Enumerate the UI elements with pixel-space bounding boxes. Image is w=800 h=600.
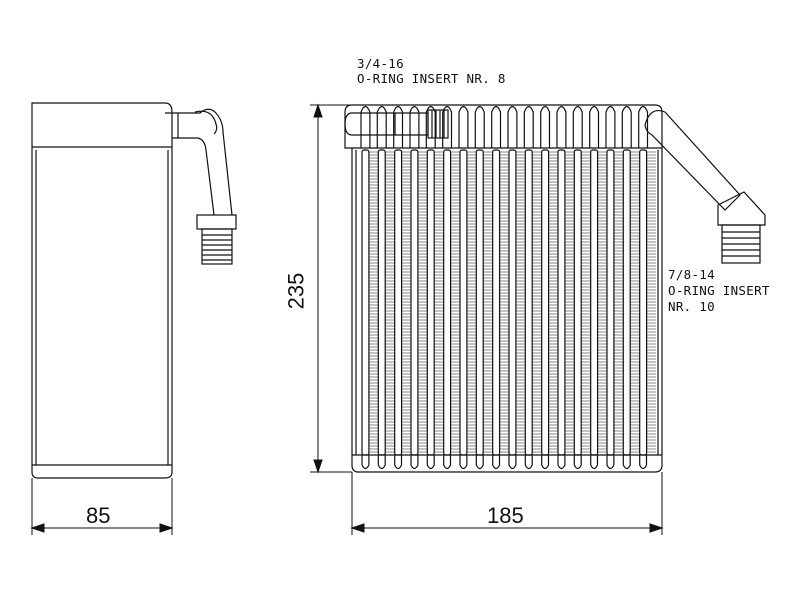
top-fitting-label-line1: 3/4-16: [357, 56, 404, 71]
tube: [590, 149, 599, 456]
tube-end: [639, 455, 648, 470]
dimension-85: 85: [86, 503, 111, 528]
tube-end: [426, 455, 435, 470]
tube: [541, 149, 550, 456]
tube: [361, 149, 370, 456]
tube: [410, 149, 419, 456]
tube-end: [377, 455, 386, 470]
tube: [492, 149, 501, 456]
header-corrugation: [523, 105, 534, 148]
header-corrugation: [605, 105, 616, 148]
tube-end: [410, 455, 419, 470]
header-corrugation: [572, 105, 583, 148]
side-view: [31, 102, 237, 479]
outlet-pipe: [644, 109, 741, 211]
tube-end: [361, 455, 370, 470]
side-view-body: [31, 102, 173, 479]
header-corrugation: [458, 105, 469, 148]
header-corrugation: [409, 105, 420, 148]
header-corrugation: [638, 105, 649, 148]
tube: [606, 149, 615, 456]
front-view-bottom-tank: [351, 454, 663, 473]
tube: [573, 149, 582, 456]
header-corrugation: [393, 105, 404, 148]
header-corrugation: [507, 105, 518, 148]
side-fitting-label-line1: 7/8-14: [668, 267, 715, 282]
tube: [443, 149, 452, 456]
header-corrugation: [491, 105, 502, 148]
tube-end: [475, 455, 484, 470]
header-corrugation: [425, 105, 436, 148]
tube-end: [492, 455, 501, 470]
header-corrugation: [621, 105, 632, 148]
tube: [394, 149, 403, 456]
top-inlet-pipe: [344, 112, 429, 136]
tube-end: [557, 455, 566, 470]
top-fitting-label-line2: O-RING INSERT NR. 8: [357, 71, 506, 86]
tube: [377, 149, 386, 456]
tube-end: [443, 455, 452, 470]
front-view: [344, 104, 766, 473]
header-corrugation: [376, 105, 387, 148]
header-corrugation: [442, 105, 453, 148]
tube: [557, 149, 566, 456]
tube-end: [573, 455, 582, 470]
tube-end: [590, 455, 599, 470]
tube: [459, 149, 468, 456]
tube: [622, 149, 631, 456]
tube-end: [524, 455, 533, 470]
tube: [524, 149, 533, 456]
tube-end: [394, 455, 403, 470]
tube-end: [459, 455, 468, 470]
header-corrugation: [589, 105, 600, 148]
tube: [639, 149, 648, 456]
side-fitting-label-line2: O-RING INSERT: [668, 283, 770, 298]
dimension-185: 185: [487, 503, 524, 528]
dimension-lines: [30, 103, 664, 535]
top-inlet-fitting: [427, 109, 449, 139]
header-corrugation: [556, 105, 567, 148]
dimension-235: 235: [283, 272, 309, 310]
front-view-tubes: [360, 105, 656, 470]
tube: [508, 149, 517, 456]
header-corrugation: [360, 105, 371, 148]
side-view-tube: [165, 108, 233, 216]
side-view-fitting: [196, 214, 237, 230]
side-fitting-label-line3: NR. 10: [668, 299, 715, 314]
header-corrugation: [474, 105, 485, 148]
tube-end: [508, 455, 517, 470]
tube-end: [541, 455, 550, 470]
tube: [426, 149, 435, 456]
tube-end: [606, 455, 615, 470]
header-corrugation: [540, 105, 551, 148]
tube: [475, 149, 484, 456]
tube-end: [622, 455, 631, 470]
